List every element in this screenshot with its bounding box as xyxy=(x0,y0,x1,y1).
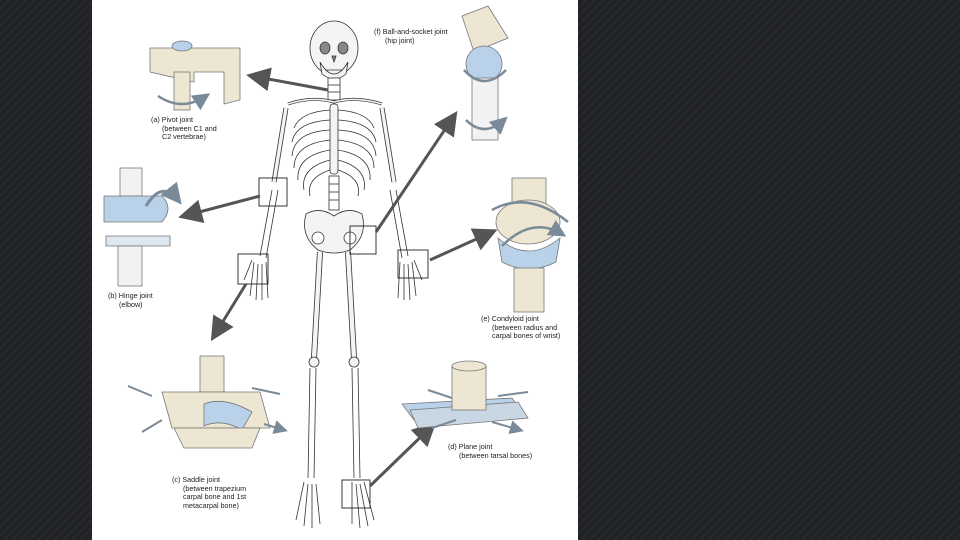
label-saddle-title: (c) Saddle joint xyxy=(172,475,220,484)
label-plane-line-1: (between tarsal bones) xyxy=(459,450,533,460)
pointer-arrows xyxy=(178,67,498,488)
skeleton xyxy=(243,20,423,529)
label-saddle-line-3: metacarpal bone) xyxy=(183,500,239,510)
label-hinge-line-1: (elbow) xyxy=(119,299,143,309)
label-ball-title: (f) Ball-and-socket joint xyxy=(374,27,448,36)
label-saddle-joint: (c) Saddle joint (between trapezium carp… xyxy=(172,475,247,510)
label-condyloid-line-2: carpal bones of wrist) xyxy=(492,331,561,341)
label-pivot-joint: (a) Pivot joint (between C1 and C2 verte… xyxy=(151,115,217,142)
hinge-joint-illustration xyxy=(103,167,182,287)
label-hinge-title: (b) Hinge joint xyxy=(108,291,153,300)
label-condyloid-title: (e) Condyloid joint xyxy=(481,314,539,323)
label-condyloid-joint: (e) Condyloid joint (between radius and … xyxy=(481,314,561,341)
condyloid-joint-illustration xyxy=(491,177,568,313)
label-ball-line-1: (hip joint) xyxy=(385,35,415,45)
label-condyloid-line-1: (between radius and xyxy=(492,322,558,332)
label-saddle-line-1: (between trapezium xyxy=(183,483,247,493)
label-pivot-line-2: C2 vertebrae) xyxy=(162,132,206,142)
label-plane-title: (d) Plane joint xyxy=(448,442,493,451)
label-pivot-line-1: (between C1 and xyxy=(162,123,217,133)
label-hinge-joint: (b) Hinge joint (elbow) xyxy=(108,291,153,309)
label-plane-joint: (d) Plane joint (between tarsal bones) xyxy=(448,442,533,460)
plane-joint-illustration xyxy=(401,360,528,430)
label-saddle-line-2: carpal bone and 1st xyxy=(183,492,247,502)
joints-diagram xyxy=(103,5,578,529)
joint-highlight-boxes xyxy=(237,177,429,509)
pivot-joint-illustration xyxy=(149,40,241,111)
ball-and-socket-joint-illustration xyxy=(461,5,508,141)
label-pivot-title: (a) Pivot joint xyxy=(151,115,193,124)
saddle-joint-illustration xyxy=(127,355,284,449)
label-ball-and-socket-joint: (f) Ball-and-socket joint (hip joint) xyxy=(374,27,448,45)
